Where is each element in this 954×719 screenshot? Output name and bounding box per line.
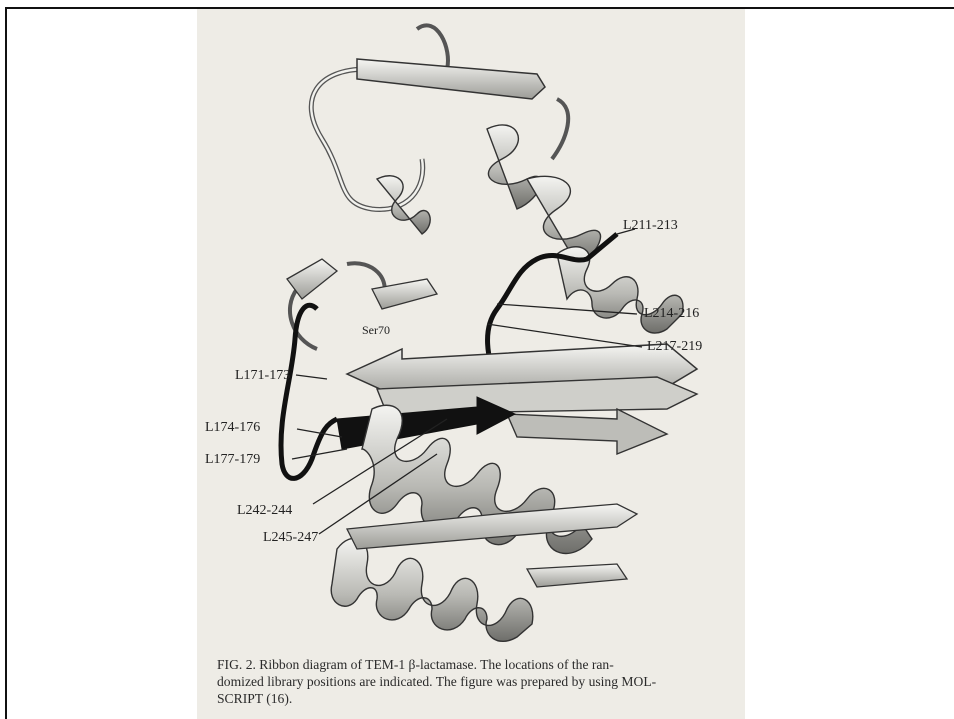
strand-bottom-right [527, 564, 627, 587]
coil-top-loop [311, 69, 423, 209]
label-l242-244: L242-244 [237, 503, 292, 518]
label-l217-219: L217-219 [647, 339, 702, 354]
figure-panel: L211-213 L214-216 L217-219 Ser70 L171-17… [197, 9, 745, 719]
label-l214-216: L214-216 [644, 306, 699, 321]
label-l171-173: L171-173 [235, 368, 290, 383]
caption-line-3: SCRIPT (16). [217, 690, 737, 707]
coil-top-loop-inner [311, 69, 423, 209]
figure-caption: FIG. 2. Ribbon diagram of TEM-1 β-lactam… [217, 656, 737, 707]
beta-strand-right-arrow [507, 409, 667, 454]
frame-left-border [5, 7, 7, 719]
top-strand [357, 59, 545, 99]
helix-upper [377, 125, 601, 264]
caption-line-1: FIG. 2. Ribbon diagram of TEM-1 β-lactam… [217, 656, 737, 673]
strand-mid-small [372, 279, 437, 309]
ribbon-diagram: L211-213 L214-216 L217-219 Ser70 L171-17… [197, 9, 745, 649]
label-l245-247: L245-247 [263, 530, 318, 545]
label-l174-176: L174-176 [205, 420, 260, 435]
helix-lower-2 [331, 538, 533, 641]
label-l177-179: L177-179 [205, 452, 260, 467]
label-l211-213: L211-213 [623, 218, 678, 233]
caption-line-2: domized library positions are indicated.… [217, 673, 737, 690]
label-ser70: Ser70 [362, 323, 390, 337]
